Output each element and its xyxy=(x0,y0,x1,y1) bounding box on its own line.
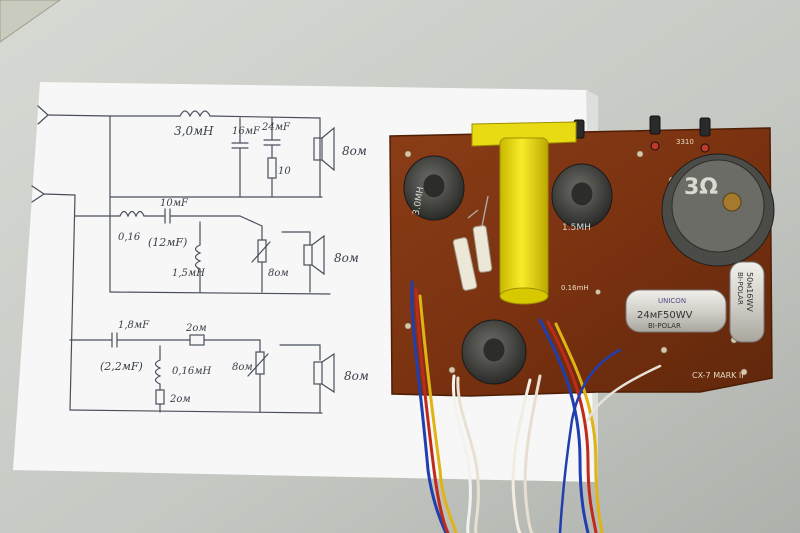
inductor-coil-b: 1.5MH xyxy=(551,163,613,233)
side-capacitor-type: BI-POLAR xyxy=(736,272,744,305)
label-c4b: (2,2мF) xyxy=(100,360,143,373)
capacitor-type: BI-POLAR xyxy=(648,322,681,330)
label-r1: 10 xyxy=(278,166,291,177)
label-l3: 1,5мН xyxy=(172,268,205,279)
label-r4: 8ом xyxy=(232,362,253,373)
label-r5: 2ом xyxy=(169,394,191,405)
coil-b-label: 1.5MH xyxy=(562,223,591,233)
label-c3b: (12мF) xyxy=(148,236,187,249)
coil-a-label: 3.0MH xyxy=(412,186,427,216)
ceramic-resistors xyxy=(452,195,493,291)
potentiometer-label: 3Ω xyxy=(684,175,718,200)
pcb-label-mh: 0.16mH xyxy=(561,284,589,292)
label-spk1: 8ом xyxy=(342,144,367,158)
label-spk3: 8ом xyxy=(344,369,369,383)
inductor-coil-a: 3.0MH xyxy=(403,155,465,221)
label-l1: 3,0мН xyxy=(174,124,214,138)
hookup-wires xyxy=(410,280,662,533)
label-l4: 0,16мН xyxy=(172,366,212,377)
label-c1: 16мF xyxy=(232,126,261,137)
label-l2: 0,16 xyxy=(118,232,141,243)
capacitor-brand: UNICON xyxy=(658,297,686,305)
ruler xyxy=(0,0,61,43)
inductor-symbol-l1 xyxy=(179,110,211,118)
white-capacitor: UNICON 24мF50WV BI-POLAR xyxy=(625,289,727,333)
label-c4: 1,8мF xyxy=(118,320,150,331)
schematic-labels: 3,0мН 16мF 24мF 10 8ом 10мF 0,16 (12мF) … xyxy=(100,122,369,405)
inductor-coil-c xyxy=(461,319,527,385)
schematic-drawing xyxy=(31,105,335,414)
potentiometer: 3Ω xyxy=(661,153,775,267)
pcb-number: 3310 xyxy=(676,138,694,146)
label-r3: 2ом xyxy=(185,323,207,334)
label-r2: 8ом xyxy=(268,268,289,279)
side-capacitor: 50м16WV BI-POLAR xyxy=(729,261,765,343)
capacitor-value: 24мF50WV xyxy=(637,310,693,321)
label-spk2: 8ом xyxy=(334,251,359,265)
label-c2: 24мF xyxy=(261,122,291,133)
yellow-air-core-inductor xyxy=(471,121,577,305)
pcb-marking: CX-7 MARK II xyxy=(692,371,744,380)
side-capacitor-value: 50м16WV xyxy=(745,272,754,312)
label-c3: 10мF xyxy=(160,198,189,209)
